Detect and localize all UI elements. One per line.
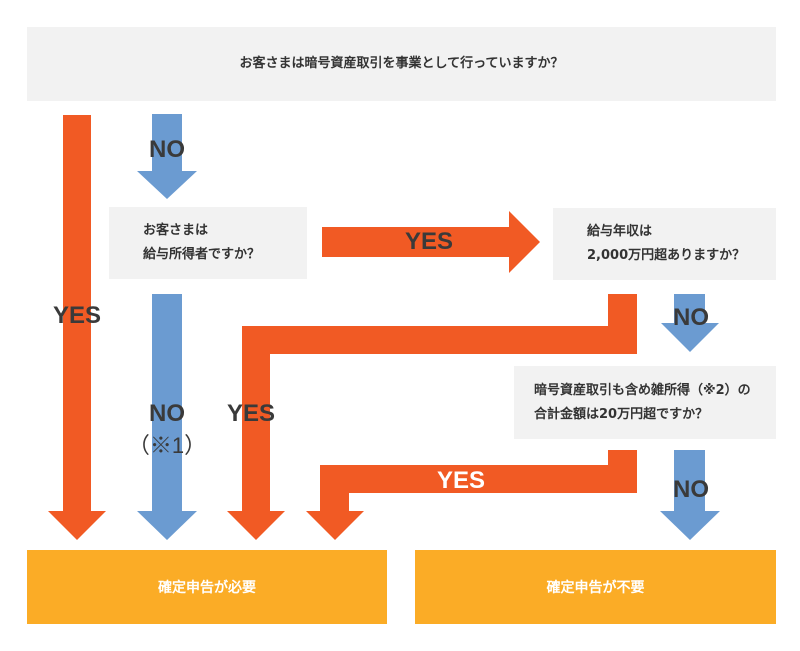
question-business: お客さまは暗号資産取引を事業として行っていますか？ xyxy=(27,27,776,101)
yes-arrow-left xyxy=(48,115,106,540)
question-income-line1: 給与年収は xyxy=(587,224,653,239)
question-misc-income-line1: 暗号資産取引も含め雑所得（※2）の xyxy=(534,382,751,398)
label-yes-left: YES xyxy=(52,302,102,329)
result-not-required: 確定申告が不要 xyxy=(415,550,776,624)
question-salaried-line1: お客さまは xyxy=(143,223,209,238)
question-income-line2: 2,000万円超ありますか？ xyxy=(587,248,746,263)
result-required: 確定申告が必要 xyxy=(27,550,387,624)
label-yes-q3: YES xyxy=(226,400,276,427)
yes-arrow-q3 xyxy=(227,294,637,540)
label-note-1: （※1） xyxy=(127,433,207,458)
yes-arrow-q4 xyxy=(306,450,637,540)
result-not-required-text: 確定申告が不要 xyxy=(546,580,645,596)
label-no-q3: NO xyxy=(673,304,709,331)
question-misc-income-line2: 合計金額は20万円超ですか？ xyxy=(534,406,709,422)
label-no-q4: NO xyxy=(673,476,709,503)
question-business-text: お客さまは暗号資産取引を事業として行っていますか？ xyxy=(239,56,564,71)
question-misc-income: 暗号資産取引も含め雑所得（※2）の 合計金額は20万円超ですか？ xyxy=(514,366,776,439)
label-no-q2: NO xyxy=(149,400,185,427)
label-yes-q2-q3: YES xyxy=(404,228,454,255)
label-yes-q4: YES xyxy=(436,467,486,494)
no-arrow-q3 xyxy=(661,294,719,352)
label-no-q1: NO xyxy=(149,136,185,163)
no-arrow-q2 xyxy=(137,294,197,540)
no-arrow-q1 xyxy=(137,114,197,199)
no-arrow-q4 xyxy=(660,450,720,540)
yes-arrow-q2-q3 xyxy=(322,211,540,273)
result-required-text: 確定申告が必要 xyxy=(158,580,256,596)
question-salaried: お客さまは 給与所得者ですか？ xyxy=(109,207,307,279)
question-salaried-line2: 給与所得者ですか？ xyxy=(143,247,261,262)
question-income: 給与年収は 2,000万円超ありますか？ xyxy=(553,208,776,280)
